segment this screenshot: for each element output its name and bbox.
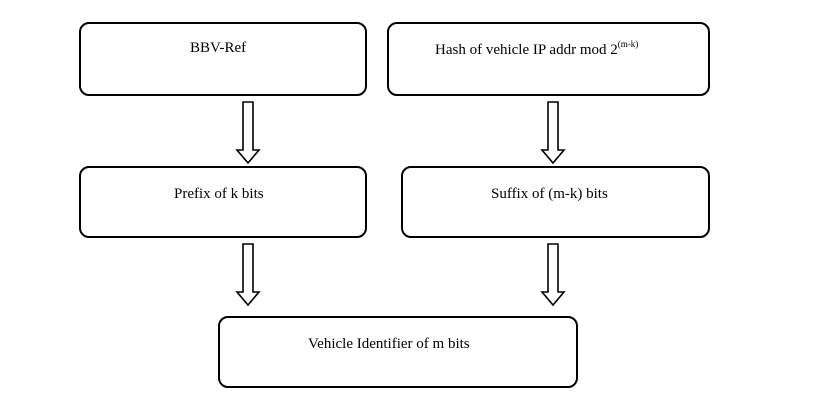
hash-label-exponent: (m-k) xyxy=(617,39,639,49)
prefix-label: Prefix of k bits xyxy=(174,186,264,202)
arrow-suffix-to-identifier xyxy=(540,243,566,307)
identifier-box xyxy=(218,316,578,388)
arrow-hash-to-suffix xyxy=(540,101,566,165)
arrow-bbv-to-prefix xyxy=(235,101,261,165)
hash-box xyxy=(387,22,710,96)
hash-label: Hash of vehicle IP addr mod 2(m-k) xyxy=(435,39,639,59)
arrow-prefix-to-identifier xyxy=(235,243,261,307)
bbv-ref-label: BBV-Ref xyxy=(190,40,247,56)
identifier-label: Vehicle Identifier of m bits xyxy=(308,336,470,352)
prefix-box xyxy=(79,166,367,238)
bbv-ref-box xyxy=(79,22,367,96)
suffix-label: Suffix of (m-k) bits xyxy=(491,186,608,202)
hash-label-text: Hash of vehicle IP addr mod 2 xyxy=(435,42,618,58)
suffix-box xyxy=(401,166,710,238)
